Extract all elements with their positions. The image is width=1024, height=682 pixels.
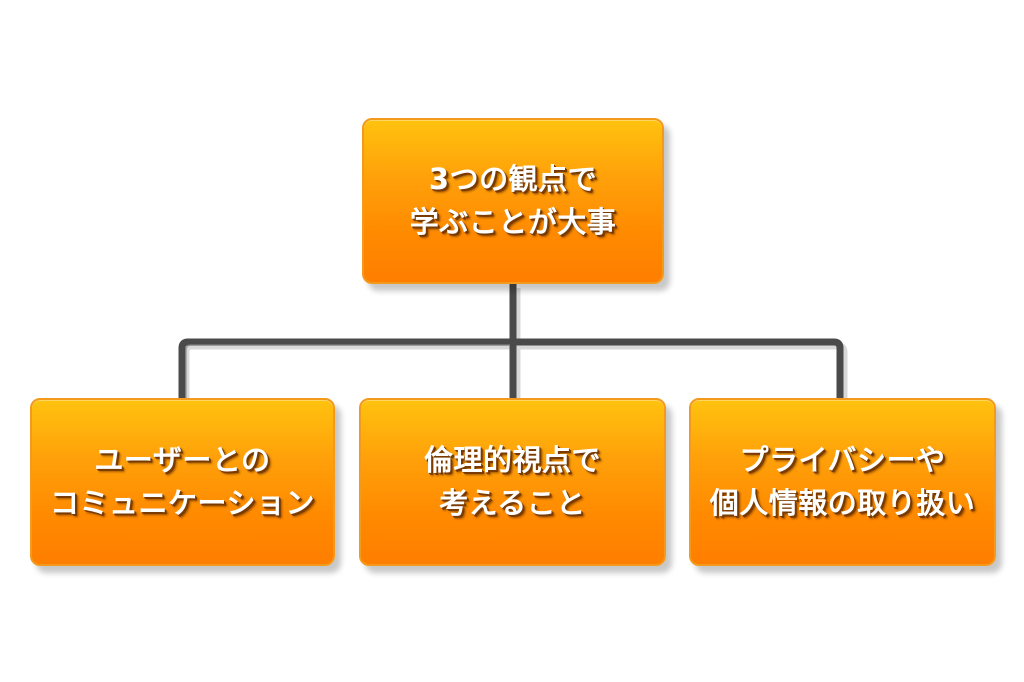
connector-bar	[178, 338, 844, 400]
child-node-label: プライバシーや 個人情報の取り扱い	[710, 439, 976, 525]
child-node-line-1: ユーザーとの	[94, 443, 271, 477]
root-node: 3つの観点で 学ぶことが大事	[362, 118, 664, 284]
root-node-line-2: 学ぶことが大事	[409, 205, 617, 239]
connector-highlight	[185, 344, 510, 398]
child-node-label: ユーザーとの コミュニケーション	[50, 439, 315, 525]
child-node-line-2: 考えること	[439, 486, 586, 520]
child-node-label: 倫理的視点で 考えること	[424, 439, 601, 525]
child-node-communication: ユーザーとの コミュニケーション	[30, 398, 335, 566]
child-node-privacy: プライバシーや 個人情報の取り扱い	[689, 398, 996, 566]
root-node-line-1: 3つの観点で	[428, 162, 598, 196]
child-node-line-1: プライバシーや	[739, 443, 946, 477]
child-node-ethics: 倫理的視点で 考えること	[359, 398, 666, 566]
root-node-label: 3つの観点で 学ぶことが大事	[410, 158, 617, 244]
child-node-line-2: 個人情報の取り扱い	[709, 486, 976, 520]
child-node-line-2: コミュニケーション	[50, 486, 315, 520]
child-node-line-1: 倫理的視点で	[423, 443, 601, 477]
